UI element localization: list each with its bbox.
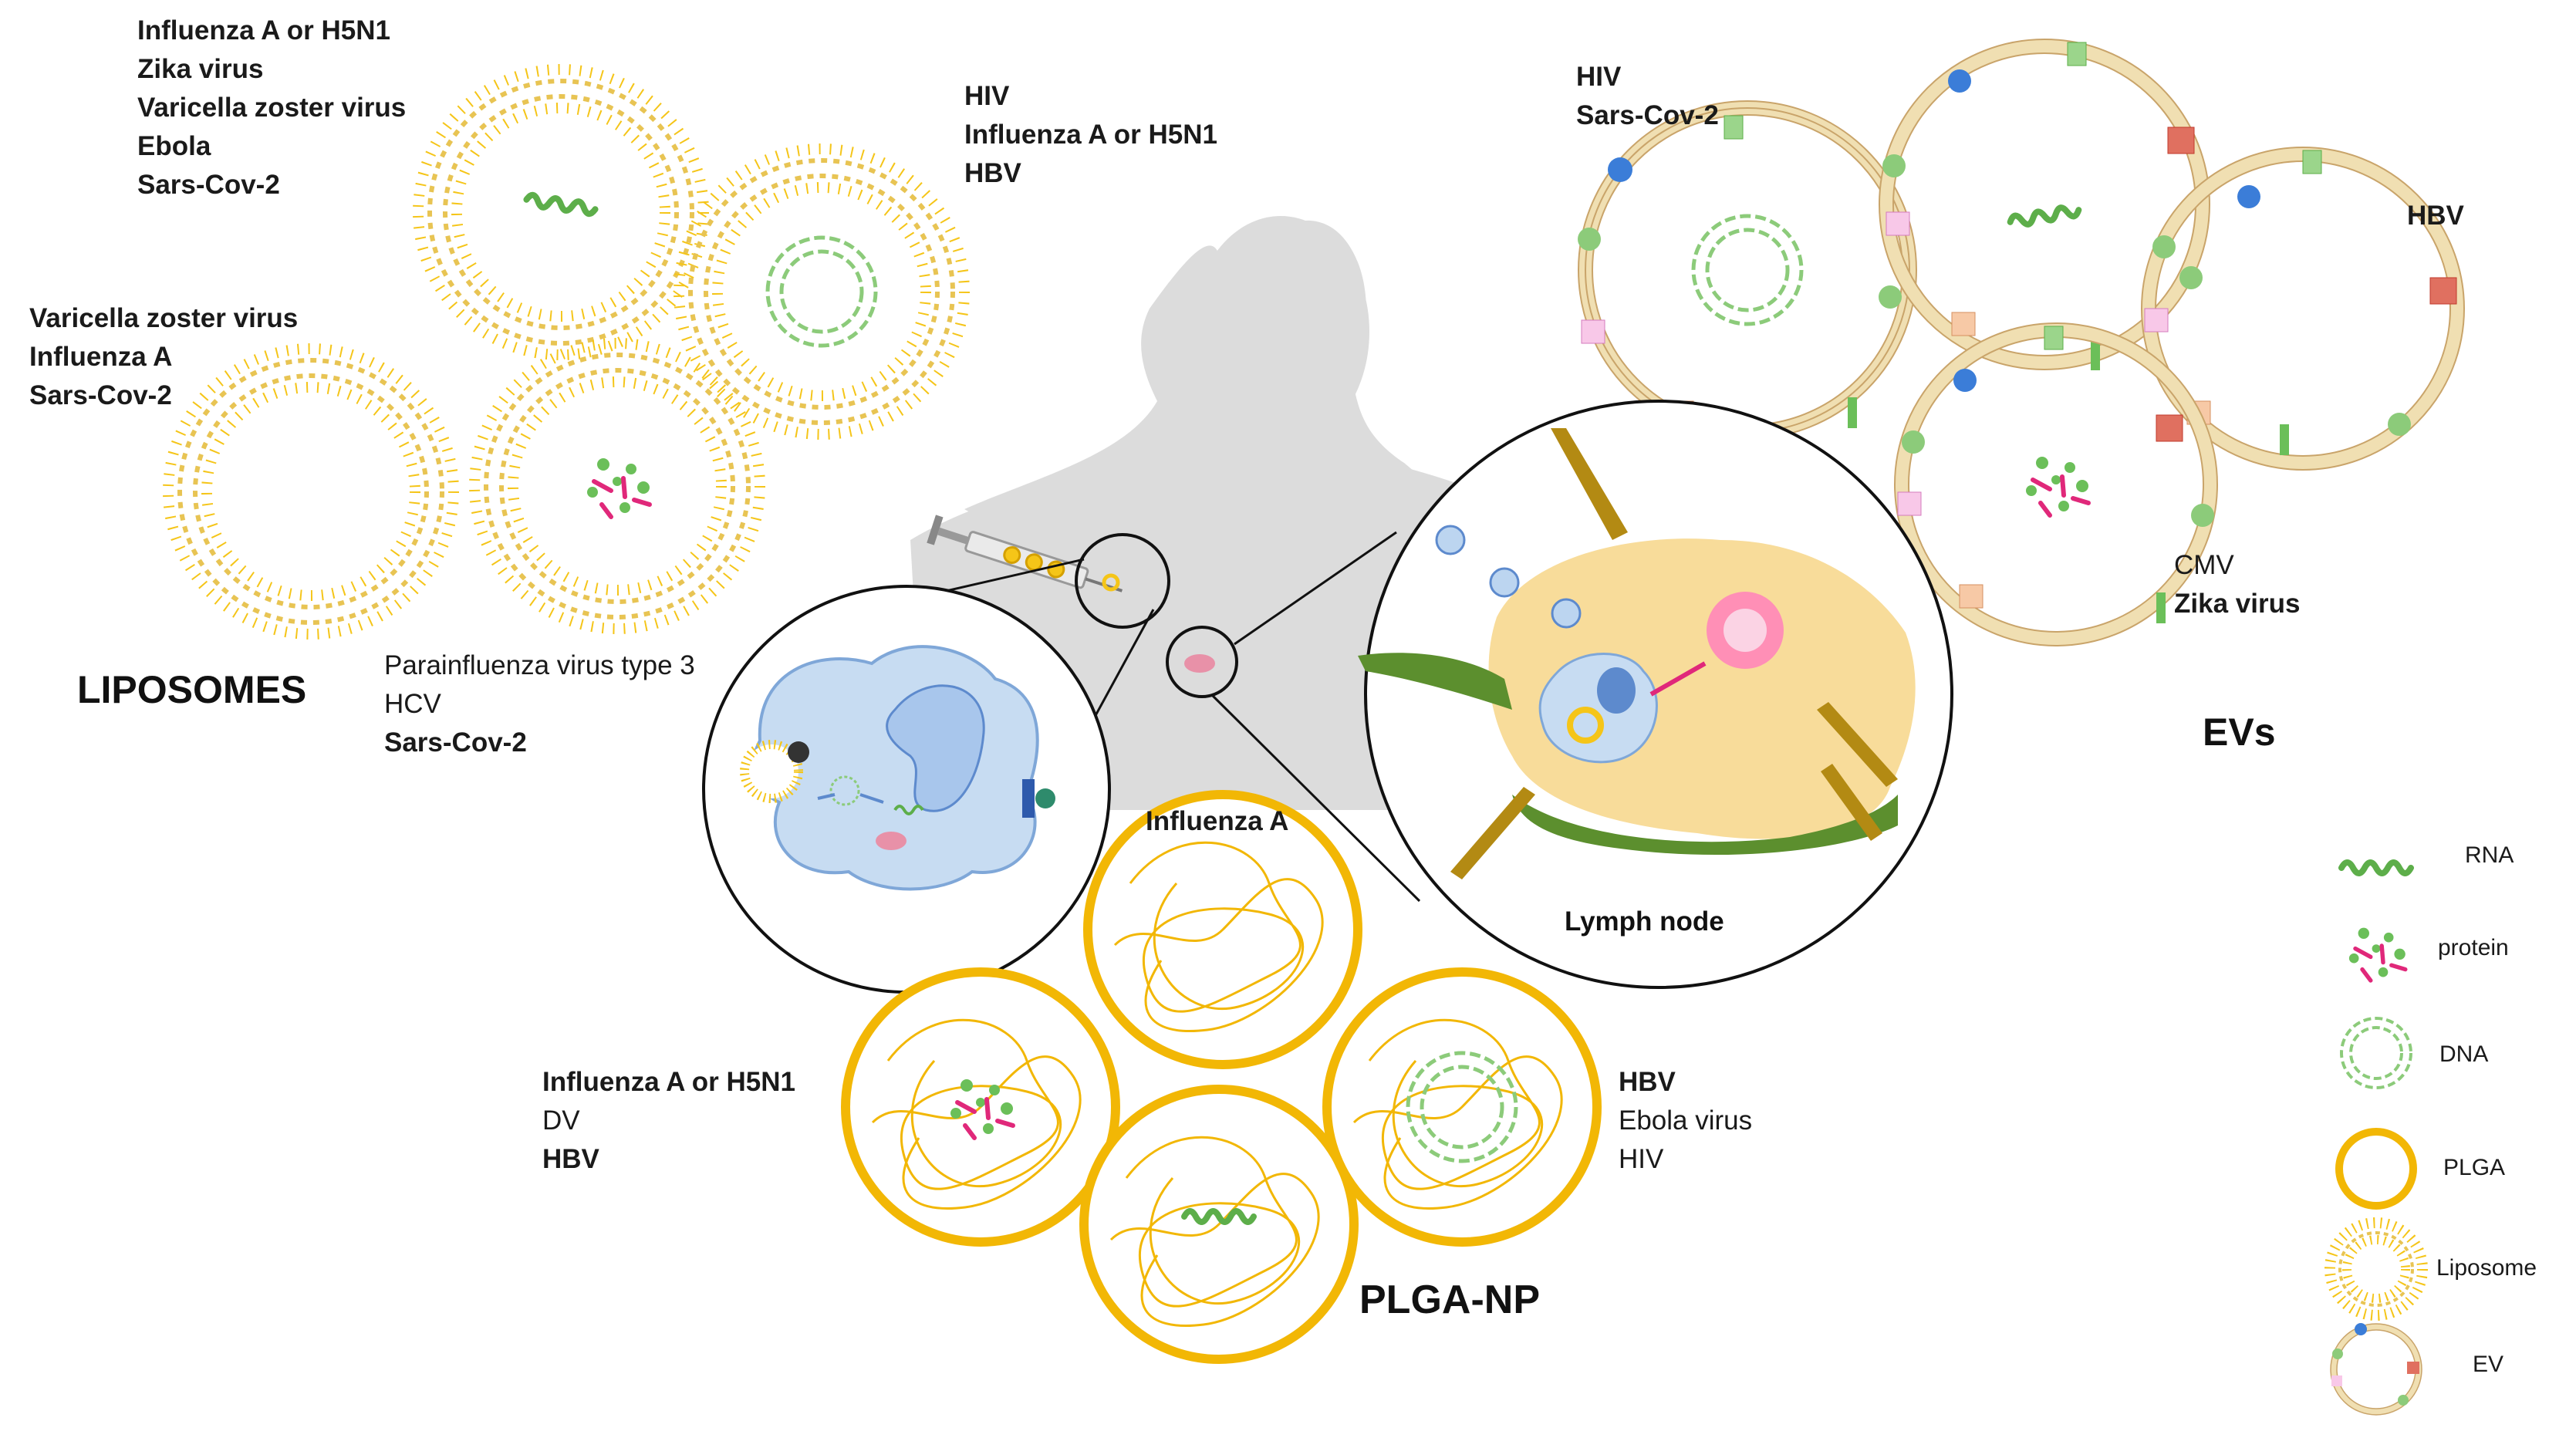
label-line: HBV <box>1619 1067 1676 1097</box>
plga-particle-4 <box>1322 967 1602 1247</box>
label-line: Influenza A <box>1146 806 1289 836</box>
liposomes-title: LIPOSOMES <box>77 668 307 711</box>
ev-group-1-label: HIV Sars-Cov-2 <box>1576 58 1719 135</box>
legend <box>2324 862 2428 1416</box>
label-line: HIV <box>964 81 1010 111</box>
label-line: Influenza A <box>29 342 173 372</box>
legend-label-plga: PLGA <box>2443 1155 2506 1180</box>
label-line: Ebola <box>137 131 211 161</box>
label-line: Ebola virus <box>1619 1105 1753 1136</box>
legend-label-ev: EV <box>2473 1352 2504 1377</box>
liposome-icon <box>2324 1217 2428 1321</box>
label-line: CMV <box>2174 550 2234 580</box>
label-line: Sars-Cov-2 <box>29 380 172 410</box>
plga-particle-3 <box>1079 1085 1359 1364</box>
evs-title: EVs <box>2203 710 2276 754</box>
ev-group-3-label: CMV Zika virus <box>2174 546 2300 623</box>
lymph-node-marker <box>1166 626 1238 698</box>
label-line: HCV <box>384 689 441 719</box>
label-line: Varicella zoster virus <box>29 303 299 333</box>
ev-4 <box>1894 322 2218 646</box>
liposome-1 <box>413 64 709 360</box>
liposome-2 <box>674 143 970 440</box>
label-line: DV <box>542 1105 580 1136</box>
legend-label-rna: RNA <box>2465 842 2514 868</box>
plga-particle-2 <box>841 967 1120 1247</box>
liposome-3 <box>163 343 459 640</box>
ev-2 <box>1879 39 2210 370</box>
plga-title: PLGA-NP <box>1359 1278 1540 1322</box>
label-line: Parainfluenza virus type 3 <box>384 650 695 680</box>
label-line: Sars-Cov-2 <box>1576 100 1719 130</box>
lymph-node-label: Lymph node <box>1565 906 1724 937</box>
protein-icon <box>2349 928 2406 981</box>
label-line: HIV <box>1576 62 1622 92</box>
legend-label-protein: protein <box>2438 935 2509 960</box>
plga-group-1-label: Influenza A <box>1146 802 1288 841</box>
label-line: Sars-Cov-2 <box>384 727 527 758</box>
label-line: HIV <box>1619 1144 1664 1174</box>
rna-icon <box>2341 862 2411 873</box>
label-line: HBV <box>542 1144 599 1174</box>
legend-label-liposome: Liposome <box>2436 1255 2537 1281</box>
dna-icon <box>2340 1017 2412 1089</box>
label-line: Sars-Cov-2 <box>137 170 280 200</box>
ev-group-2-label: HBV <box>2407 197 2464 235</box>
ev-1 <box>1578 100 1917 440</box>
ev-icon <box>2330 1323 2422 1416</box>
label-line: HBV <box>964 158 1021 188</box>
liposome-group-4-label: Parainfluenza virus type 3 HCV Sars-Cov-2 <box>384 646 695 762</box>
cell-zoom-circle <box>702 585 1111 994</box>
plga-icon <box>2335 1128 2417 1210</box>
label-line: Influenza A or H5N1 <box>542 1067 796 1097</box>
label-line: Varicella zoster virus <box>137 93 407 123</box>
label-line: Zika virus <box>137 54 264 84</box>
label-line: Influenza A or H5N1 <box>137 15 391 46</box>
label-line: Influenza A or H5N1 <box>964 120 1218 150</box>
liposome-4 <box>469 338 765 634</box>
ev-3 <box>2141 147 2465 471</box>
injection-site-marker <box>1075 533 1170 629</box>
label-line: Zika virus <box>2174 589 2301 619</box>
plga-particle-1 <box>1083 790 1362 1069</box>
label-line: HBV <box>2407 201 2464 231</box>
legend-label-dna: DNA <box>2439 1041 2489 1067</box>
lymph-node-zoom-circle <box>1358 400 1953 989</box>
